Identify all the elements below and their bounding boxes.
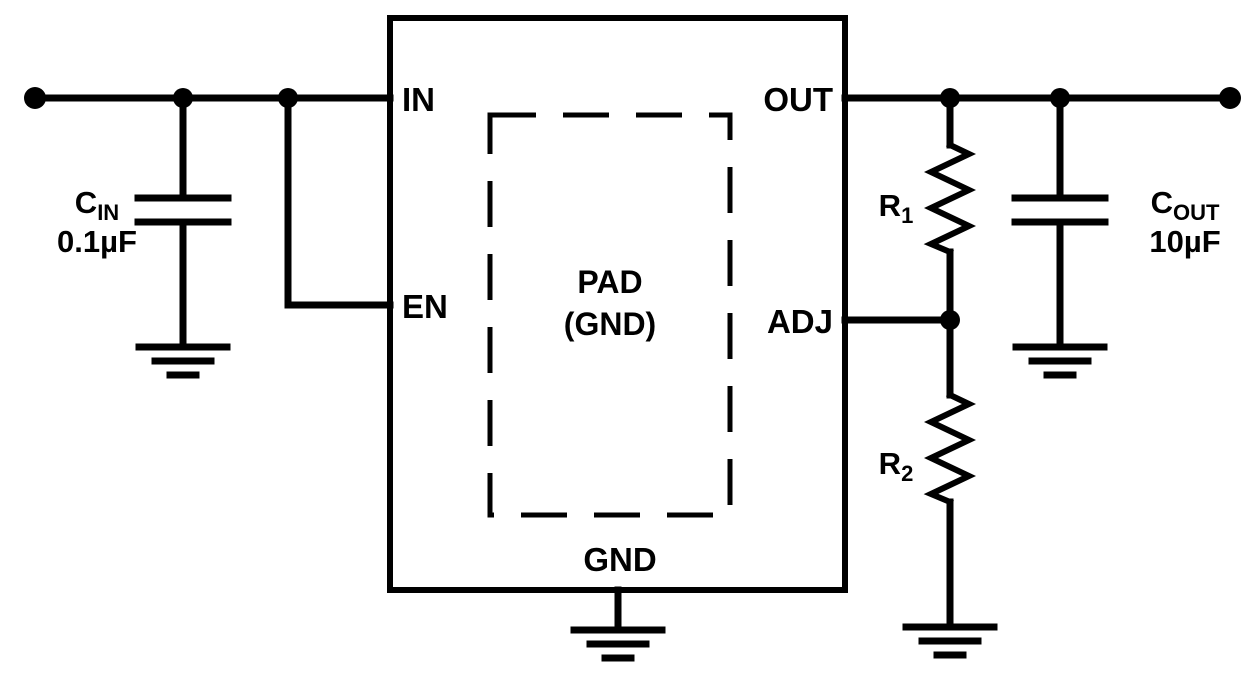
resistors: [923, 141, 977, 506]
r1-ref-label: R1: [879, 188, 914, 228]
ground-symbol-cin: [139, 347, 227, 375]
r1-ref-main: R: [879, 188, 901, 223]
pad-outline: [487, 112, 733, 518]
resistor-r2: [923, 391, 977, 506]
r1-ref-sub: 1: [901, 203, 913, 228]
ground-symbol-r2: [906, 627, 994, 655]
labels: IN EN OUT ADJ GND PAD (GND) CIN 0.1µF CO…: [57, 81, 1221, 578]
pin-label-in: IN: [402, 81, 435, 118]
cin-ref-main: C: [75, 185, 97, 220]
cout-value-label: 10µF: [1149, 224, 1220, 259]
pin-label-en: EN: [402, 288, 448, 325]
pin-label-gnd: GND: [583, 541, 656, 578]
cin-value-label: 0.1µF: [57, 224, 137, 259]
r2-ref-sub: 2: [901, 461, 913, 486]
cin-ref-sub: IN: [97, 200, 119, 225]
cout-ref-main: C: [1151, 185, 1173, 220]
pad-label-line2: (GND): [564, 306, 656, 342]
geometry-layer: [31, 15, 1234, 658]
capacitors: [134, 194, 1109, 226]
pin-label-out: OUT: [763, 81, 833, 118]
enable-wire: [284, 94, 394, 309]
junction-dot-adj: [940, 310, 960, 330]
junction-dot-r1: [940, 88, 960, 108]
r2-ref-main: R: [879, 446, 901, 481]
junction-dots: [24, 87, 1241, 330]
pin-label-adj: ADJ: [767, 303, 833, 340]
terminal-dot-input: [24, 87, 46, 109]
junction-dot-cout: [1050, 88, 1070, 108]
ground-symbol-cout: [1016, 347, 1104, 375]
cin-ref-label: CIN: [75, 185, 119, 225]
junction-dot-cin: [173, 88, 193, 108]
resistor-r1: [923, 141, 977, 256]
pad-label-line1: PAD: [577, 264, 642, 300]
ground-symbol-gnd-pin: [574, 630, 662, 658]
terminal-dot-output: [1219, 87, 1241, 109]
r2-ref-label: R2: [879, 446, 914, 486]
cout-ref-sub: OUT: [1173, 200, 1220, 225]
cout-ref-label: COUT: [1151, 185, 1220, 225]
junction-dot-en: [278, 88, 298, 108]
